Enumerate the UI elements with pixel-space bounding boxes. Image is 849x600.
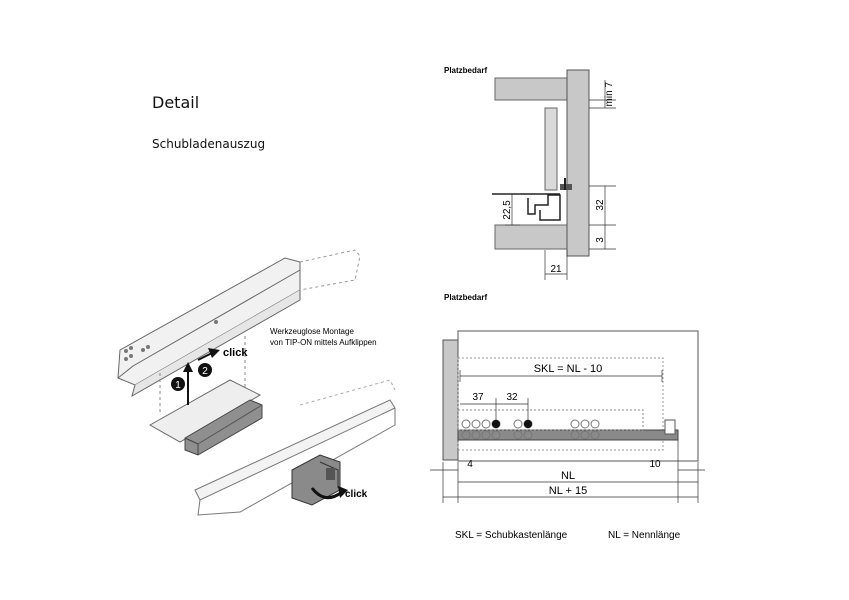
cross-section-title: Platzbedarf: [444, 66, 487, 75]
dim-min-7: min 7: [604, 82, 615, 107]
reference-holes: [492, 420, 532, 428]
click-rotate-arrow: [310, 486, 348, 500]
dim-10: 10: [649, 459, 661, 470]
page-subtitle: Schubladenauszug: [152, 137, 266, 151]
cabinet-side: [566, 69, 590, 257]
dim-nl-plus-15: NL + 15: [549, 485, 587, 497]
dim-3-vertical: 3: [595, 237, 606, 243]
rear-bracket: [664, 419, 676, 435]
bottom-panel: [494, 224, 568, 250]
guide-lines: [159, 336, 246, 415]
dim-32: 32: [506, 392, 518, 403]
legend-skl: SKL = Schubkastenlänge: [455, 530, 568, 541]
length-dimension-lines: [430, 370, 705, 503]
drawer-side: [544, 107, 558, 191]
drawer-runner-rail: [117, 249, 361, 398]
skl-formula: SKL = NL - 10: [534, 363, 603, 375]
dim-37: 37: [472, 392, 484, 403]
length-diagram-title: Platzbedarf: [444, 293, 487, 302]
cabinet-frame: [457, 330, 699, 462]
cross-section-diagram: Platzbedarf min 7 32 3 22,5 21: [444, 66, 616, 280]
dim-nl: NL: [561, 470, 575, 482]
dim-4: 4: [467, 459, 473, 470]
page-title: Detail: [152, 93, 200, 112]
dim-21-horizontal: 21: [550, 264, 562, 275]
mounting-caption-line1: Werkzeuglose Montage: [270, 327, 354, 336]
hole-zone: [457, 409, 644, 431]
rail-holes: [124, 320, 218, 361]
dim-32-vertical: 32: [595, 199, 606, 211]
mounting-caption-line2: von TIP-ON mittels Aufklippen: [270, 338, 377, 347]
step-1-number: 1: [175, 380, 181, 391]
drawer-outline: [457, 357, 664, 451]
step-1-arrow: 1: [171, 362, 193, 405]
runner-bar: [457, 429, 679, 441]
drawer-runner-lower: [194, 379, 396, 516]
runner-profile: [527, 194, 561, 221]
step-2-number: 2: [202, 366, 208, 377]
click-label-bottom: click: [345, 489, 368, 500]
top-panel: [494, 77, 568, 101]
step-2-arrow: 2: [197, 348, 220, 377]
front-panel: [442, 339, 459, 461]
mounting-illustration: 1 2 click Werkzeuglose Montage von TIP-O…: [117, 249, 396, 516]
screw-icon: [560, 178, 572, 190]
legend-nl: NL = Nennlänge: [608, 530, 681, 541]
dimension-lines: [505, 80, 616, 280]
click-label-top: click: [223, 347, 248, 359]
length-diagram: Platzbedarf SKL = NL - 10 37 32 4: [430, 293, 705, 541]
dim-22-5-vertical: 22,5: [502, 200, 513, 220]
mounting-plate: [148, 379, 263, 456]
